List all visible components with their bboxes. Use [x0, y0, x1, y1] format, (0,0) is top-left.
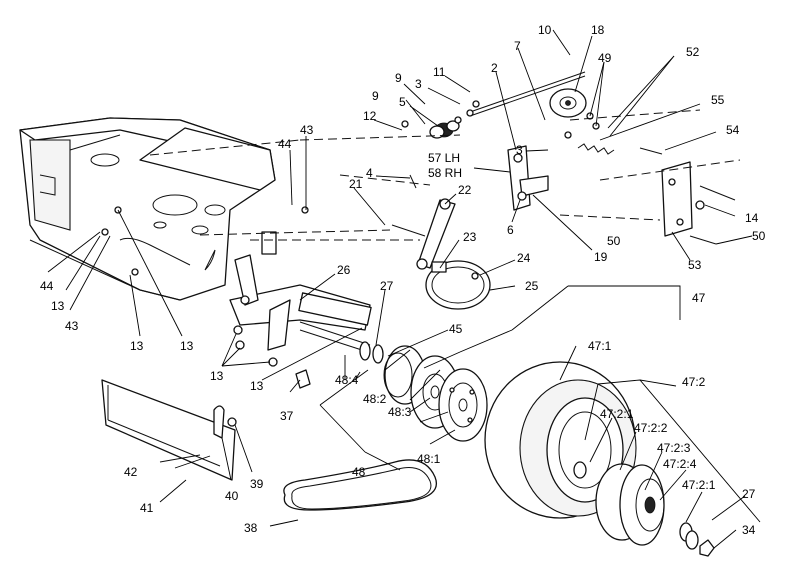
chassis-frame [19, 117, 277, 301]
callout-5: 5 [399, 95, 406, 109]
callout-55: 55 [711, 93, 725, 107]
callout-14: 14 [745, 211, 759, 225]
callout-43a: 43 [300, 123, 314, 137]
callout-45: 45 [449, 322, 463, 336]
callout-24: 24 [517, 251, 531, 265]
callout-22: 22 [458, 183, 472, 197]
callout-47: 47 [692, 291, 706, 305]
callout-7: 7 [514, 39, 521, 53]
callout-58-rh: 58 RH [428, 166, 462, 180]
extension-spring [577, 143, 615, 155]
callout-13e: 13 [250, 379, 264, 393]
callout-2: 2 [491, 61, 498, 75]
callout-41: 41 [140, 501, 154, 515]
callout-25: 25 [525, 279, 539, 293]
callout-13a: 13 [51, 299, 65, 313]
callout-labels: 10 18 7 49 52 9 3 11 2 55 5 9 12 54 57 L… [40, 23, 766, 537]
callout-48-1: 48:1 [417, 452, 441, 466]
lever-bracket [507, 145, 549, 211]
callout-47-2-1a: 47:2:1 [600, 407, 634, 421]
callout-6: 6 [507, 223, 514, 237]
callout-47-2-1b: 47:2:1 [682, 478, 716, 492]
leader-lines [47, 29, 761, 549]
alignment-lines [149, 109, 741, 241]
mount-plate [661, 161, 693, 237]
callout-44a: 44 [278, 137, 292, 151]
callout-48-2: 48:2 [363, 392, 387, 406]
callout-12: 12 [363, 109, 377, 123]
callout-3a: 3 [415, 77, 422, 91]
drive-pulley-set [383, 345, 488, 442]
callout-27b: 27 [742, 487, 756, 501]
callout-48: 48 [352, 465, 366, 479]
callout-9a: 9 [395, 71, 402, 85]
callout-50b: 50 [607, 234, 621, 248]
callout-11: 11 [433, 65, 446, 79]
brake-band [425, 260, 491, 310]
callout-21: 21 [349, 177, 363, 191]
callout-47-2-4: 47:2:4 [663, 457, 697, 471]
clip-bracket [213, 405, 225, 439]
callout-50a: 50 [752, 229, 766, 243]
small-bracket [295, 369, 311, 389]
callout-26: 26 [337, 263, 351, 277]
callout-38: 38 [244, 521, 258, 535]
callout-48-3: 48:3 [388, 405, 412, 419]
cover-plate [101, 379, 236, 481]
callout-44b: 44 [40, 279, 54, 293]
callout-39: 39 [250, 477, 264, 491]
idler-pulley [549, 88, 587, 118]
idler-arm [416, 198, 456, 270]
drive-belt [283, 459, 437, 511]
callout-47-2-2: 47:2:2 [634, 421, 668, 435]
pivot-bracket [229, 254, 372, 367]
callout-4: 4 [366, 166, 373, 180]
control-rod [469, 71, 586, 117]
compression-spring [429, 120, 460, 139]
callout-18: 18 [591, 23, 605, 37]
callout-10: 10 [538, 23, 552, 37]
callout-34: 34 [742, 523, 756, 537]
callout-13d: 13 [210, 369, 224, 383]
callout-13b: 13 [130, 339, 144, 353]
callout-49: 49 [598, 51, 612, 65]
callout-47-2: 47:2 [682, 375, 706, 389]
callout-40: 40 [225, 489, 239, 503]
drive-shaft [299, 321, 384, 364]
callout-13c: 13 [180, 339, 194, 353]
callout-23: 23 [463, 230, 477, 244]
callout-9b: 9 [372, 89, 379, 103]
callout-19: 19 [594, 250, 608, 264]
callout-52: 52 [686, 45, 700, 59]
callout-27a: 27 [380, 279, 394, 293]
callout-3b: 3 [516, 143, 523, 157]
callout-42: 42 [124, 465, 138, 479]
callout-57-lh: 57 LH [428, 151, 460, 165]
wheel-hub [595, 463, 715, 557]
callout-47-2-3: 47:2:3 [657, 441, 691, 455]
callout-53: 53 [688, 258, 702, 272]
callout-54: 54 [726, 123, 740, 137]
callout-48-4: 48:4 [335, 373, 359, 387]
callout-37: 37 [280, 409, 294, 423]
callout-47-1: 47:1 [588, 339, 612, 353]
callout-43b: 43 [65, 319, 79, 333]
